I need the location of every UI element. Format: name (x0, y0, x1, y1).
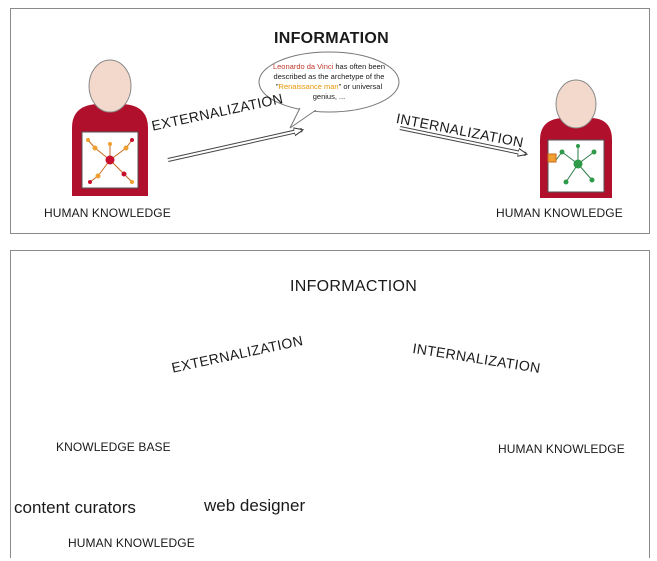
informaction-panel (10, 250, 650, 558)
content-curators-label: content curators (14, 498, 136, 517)
person-icon-top-left (72, 59, 148, 196)
bubble-highlight: Renaissance man (278, 82, 339, 91)
human-knowledge-group-label: HUMAN KNOWLEDGE (68, 536, 195, 550)
knowledge-network-icon (87, 139, 133, 183)
information-title: INFORMATION (274, 30, 389, 47)
bubble-name: Leonardo da Vinci (272, 62, 334, 71)
human-knowledge-label-right: HUMAN KNOWLEDGE (496, 206, 623, 220)
knowledge-base-label: KNOWLEDGE BASE (56, 440, 171, 454)
bubble-text-2: or universal genius, ... (312, 82, 383, 101)
bubble-quote-open: " (275, 82, 279, 91)
speech-bubble-text: Leonardo da Vinci has often been describ… (264, 62, 394, 102)
bubble-text-1: has often been described as the archetyp… (273, 62, 386, 81)
human-knowledge-label-left: HUMAN KNOWLEDGE (44, 206, 171, 220)
human-knowledge-label-bottom-right: HUMAN KNOWLEDGE (498, 442, 625, 456)
speech-bubble (258, 51, 400, 129)
bubble-quote-close: " (338, 82, 342, 91)
informaction-title: INFORMACTION (290, 278, 418, 295)
person-icon-top-right (540, 79, 612, 198)
web-designer-label: web designer (204, 496, 306, 515)
